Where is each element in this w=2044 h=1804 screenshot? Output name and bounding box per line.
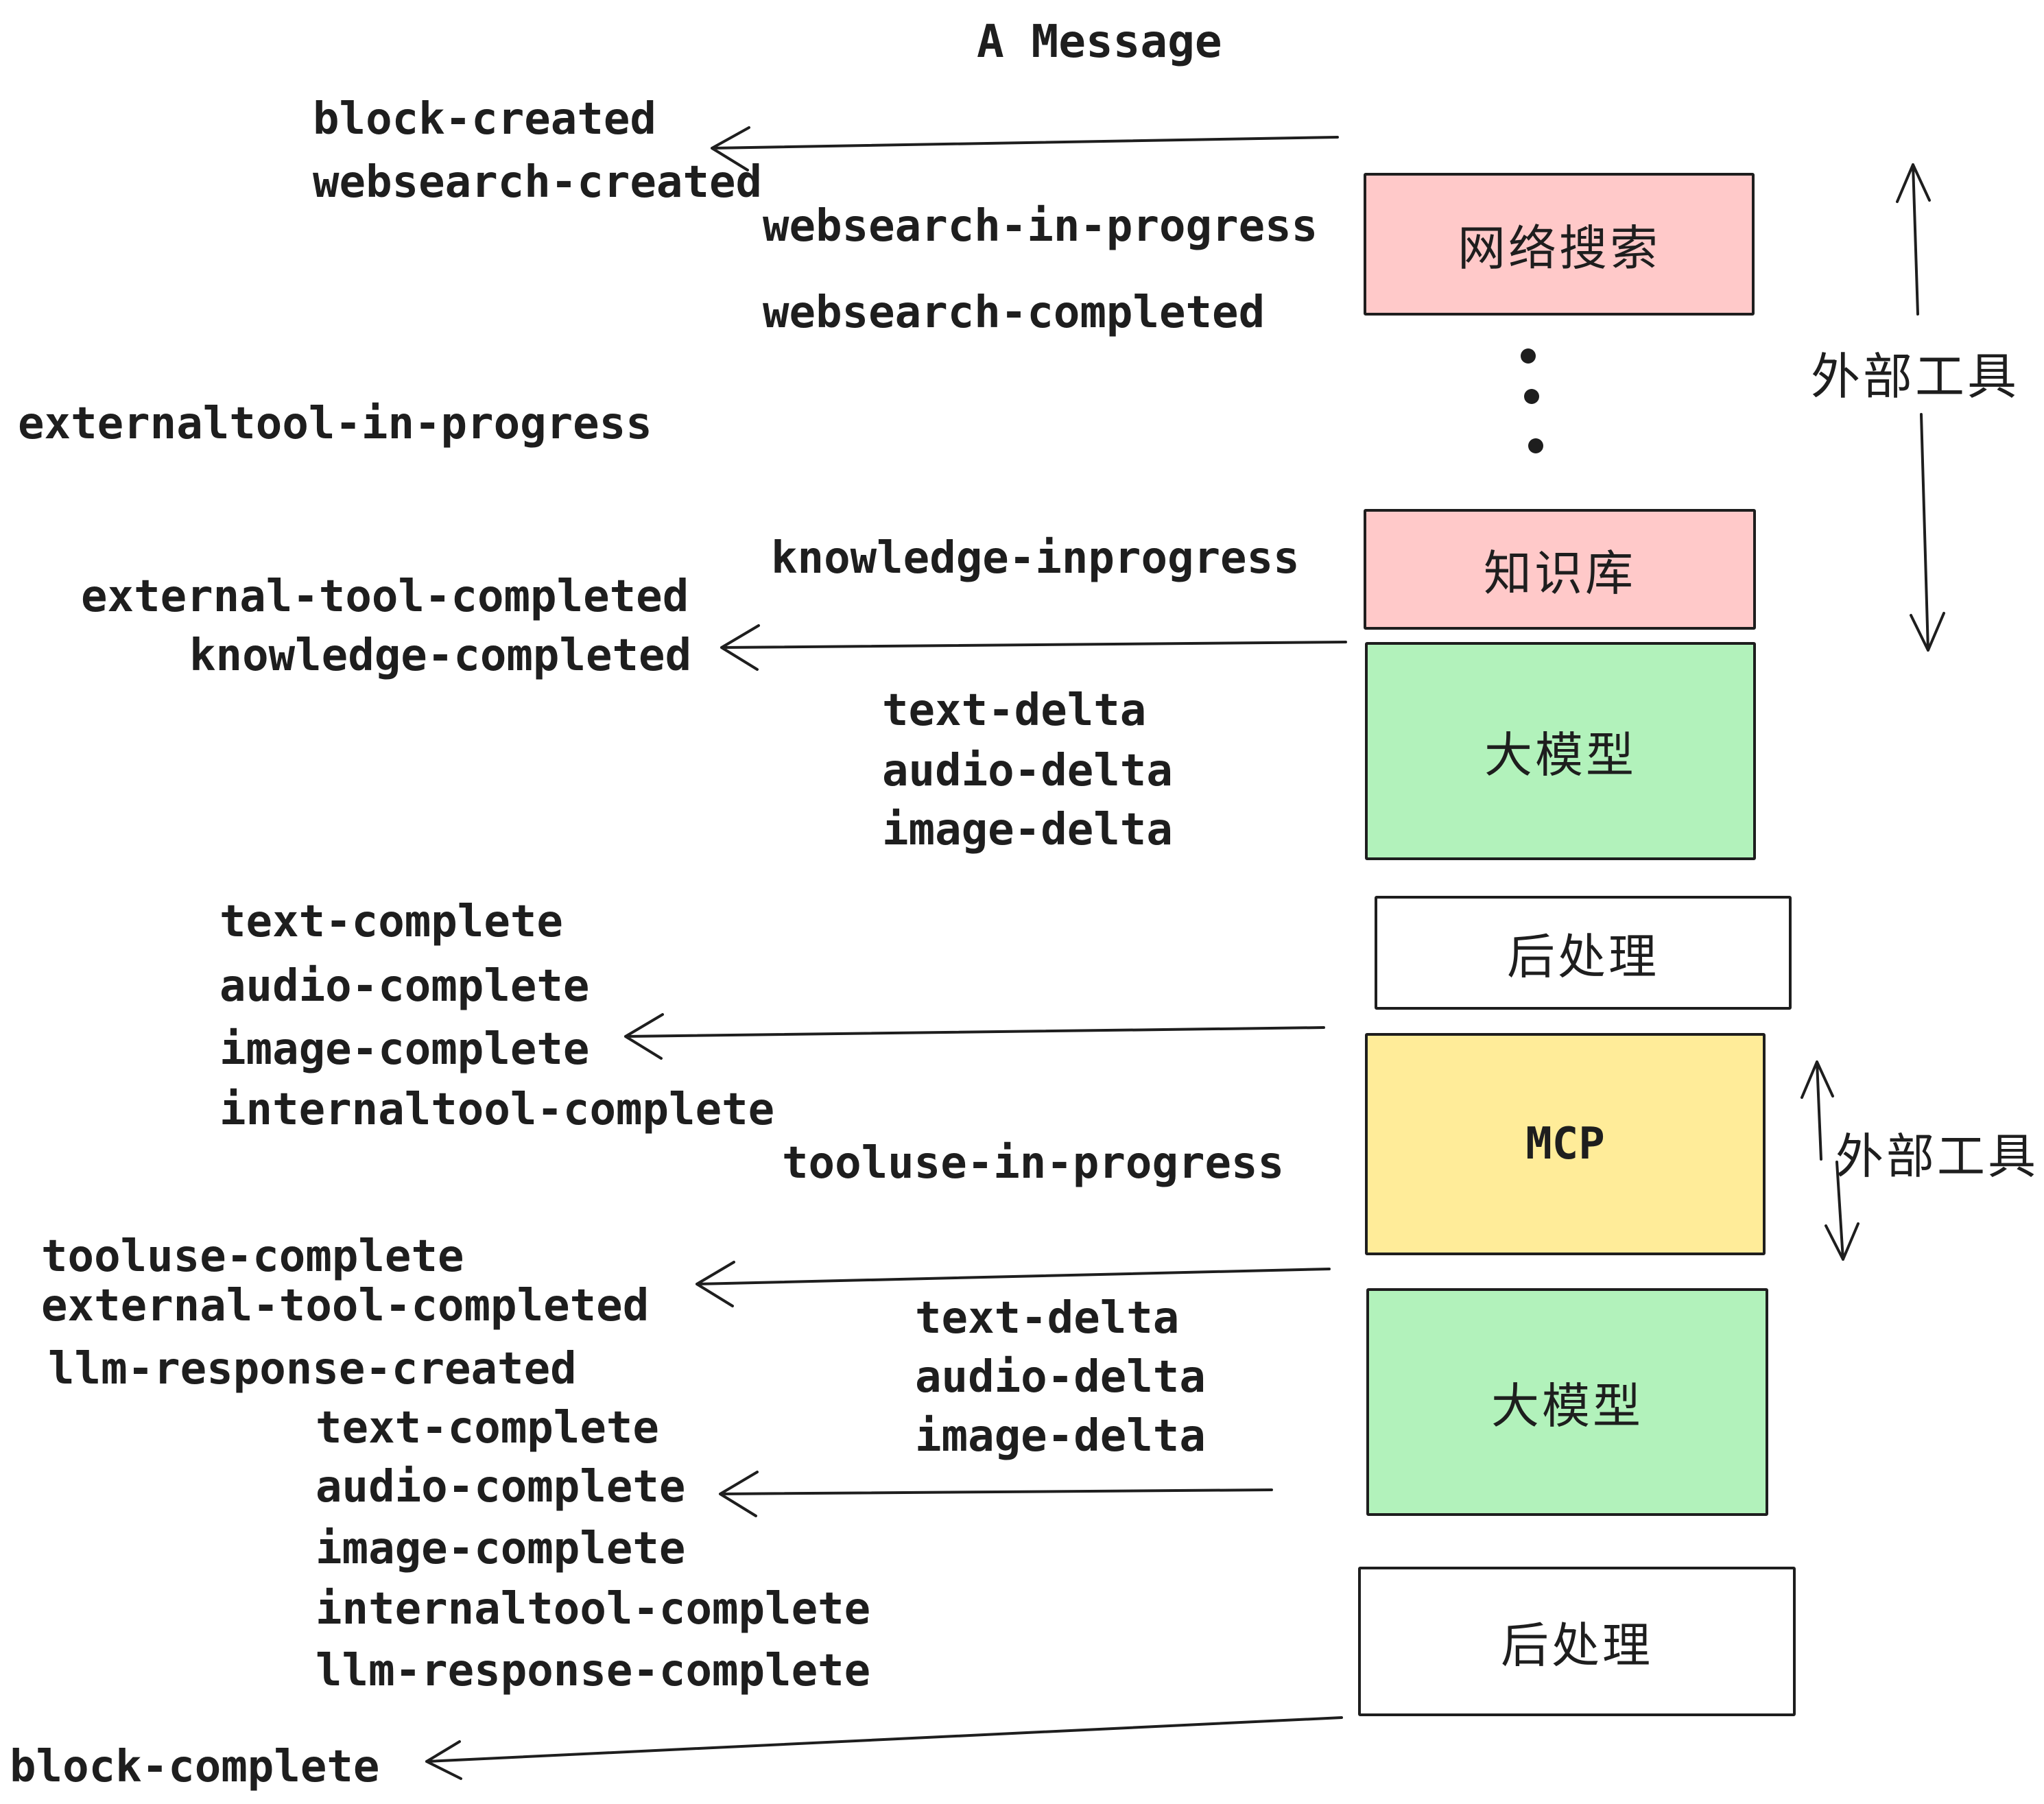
event-label-block-complete: block-complete	[10, 1742, 380, 1792]
event-label-text-delta: text-delta	[882, 685, 1147, 736]
event-label-tooluse-in-progress: tooluse-in-progress	[782, 1138, 1285, 1189]
event-label-image-complete-2: image-complete	[316, 1523, 686, 1574]
box-llm-2-label: 大模型	[1491, 1377, 1643, 1434]
event-label-externaltool-in-progress: externaltool-in-progress	[18, 399, 652, 449]
box-mcp-label: MCP	[1525, 1119, 1605, 1170]
event-label-internaltool-complete-2: internaltool-complete	[316, 1584, 871, 1635]
annotation-external-tools-top: 外部工具	[1811, 348, 2020, 405]
event-label-websearch-completed: websearch-completed	[763, 287, 1265, 338]
box-mcp: MCP	[1365, 1033, 1766, 1255]
arrow-to-audio-complete-icon	[719, 1471, 1273, 1517]
event-label-text-delta-2: text-delta	[915, 1293, 1180, 1344]
box-postprocess-2: 后处理	[1358, 1567, 1796, 1716]
event-label-llm-response-complete: llm-response-complete	[316, 1646, 871, 1696]
event-label-image-complete: image-complete	[219, 1024, 590, 1075]
box-llm-1-label: 大模型	[1484, 726, 1637, 783]
event-label-audio-complete: audio-complete	[219, 961, 590, 1012]
event-label-audio-delta: audio-delta	[882, 746, 1173, 796]
arrow-to-websearch-created-icon	[711, 126, 1339, 171]
event-label-websearch-in-progress: websearch-in-progress	[763, 201, 1318, 252]
arrow-to-image-complete-icon	[624, 1013, 1325, 1060]
box-postprocess-1-label: 后处理	[1507, 928, 1659, 985]
event-label-image-delta: image-delta	[882, 805, 1173, 855]
arrow-to-knowledge-completed-icon	[720, 624, 1347, 671]
event-label-llm-response-created: llm-response-created	[48, 1344, 577, 1394]
box-postprocess-2-label: 后处理	[1501, 1617, 1653, 1674]
event-label-text-complete: text-complete	[219, 897, 563, 947]
event-label-audio-delta-2: audio-delta	[915, 1352, 1206, 1403]
event-label-internaltool-complete: internaltool-complete	[219, 1084, 775, 1135]
event-label-text-complete-2: text-complete	[316, 1403, 659, 1453]
annotation-external-tools-bottom: 外部工具	[1835, 1128, 2039, 1185]
arrow-to-block-complete-icon	[425, 1716, 1343, 1780]
box-knowledge-label: 知识库	[1484, 545, 1636, 602]
box-knowledge: 知识库	[1364, 509, 1756, 630]
external-tools-top-down-arrow-icon	[1910, 413, 1945, 652]
event-label-external-tool-completed: external-tool-completed	[81, 571, 689, 622]
box-postprocess-1: 后处理	[1375, 896, 1792, 1010]
event-label-websearch-created: websearch-created	[313, 157, 763, 208]
page-title: A Message	[977, 15, 1222, 68]
event-label-knowledge-inprogress: knowledge-inprogress	[771, 533, 1300, 584]
vertical-ellipsis-icon	[1521, 348, 1543, 453]
event-label-block-created: block-created	[313, 94, 656, 145]
box-websearch: 网络搜索	[1364, 173, 1755, 316]
event-label-audio-complete-2: audio-complete	[316, 1462, 686, 1512]
box-llm-1: 大模型	[1365, 642, 1756, 860]
external-tools-top-up-arrow-icon	[1896, 163, 1931, 316]
event-label-tooluse-complete: tooluse-complete	[41, 1231, 464, 1282]
box-websearch-label: 网络搜索	[1458, 219, 1661, 276]
event-label-knowledge-completed: knowledge-completed	[189, 630, 692, 681]
event-label-external-tool-completed-2: external-tool-completed	[41, 1281, 650, 1331]
box-llm-2: 大模型	[1366, 1288, 1768, 1516]
external-tools-bottom-up-arrow-icon	[1801, 1060, 1834, 1161]
event-label-image-delta-2: image-delta	[915, 1411, 1206, 1462]
